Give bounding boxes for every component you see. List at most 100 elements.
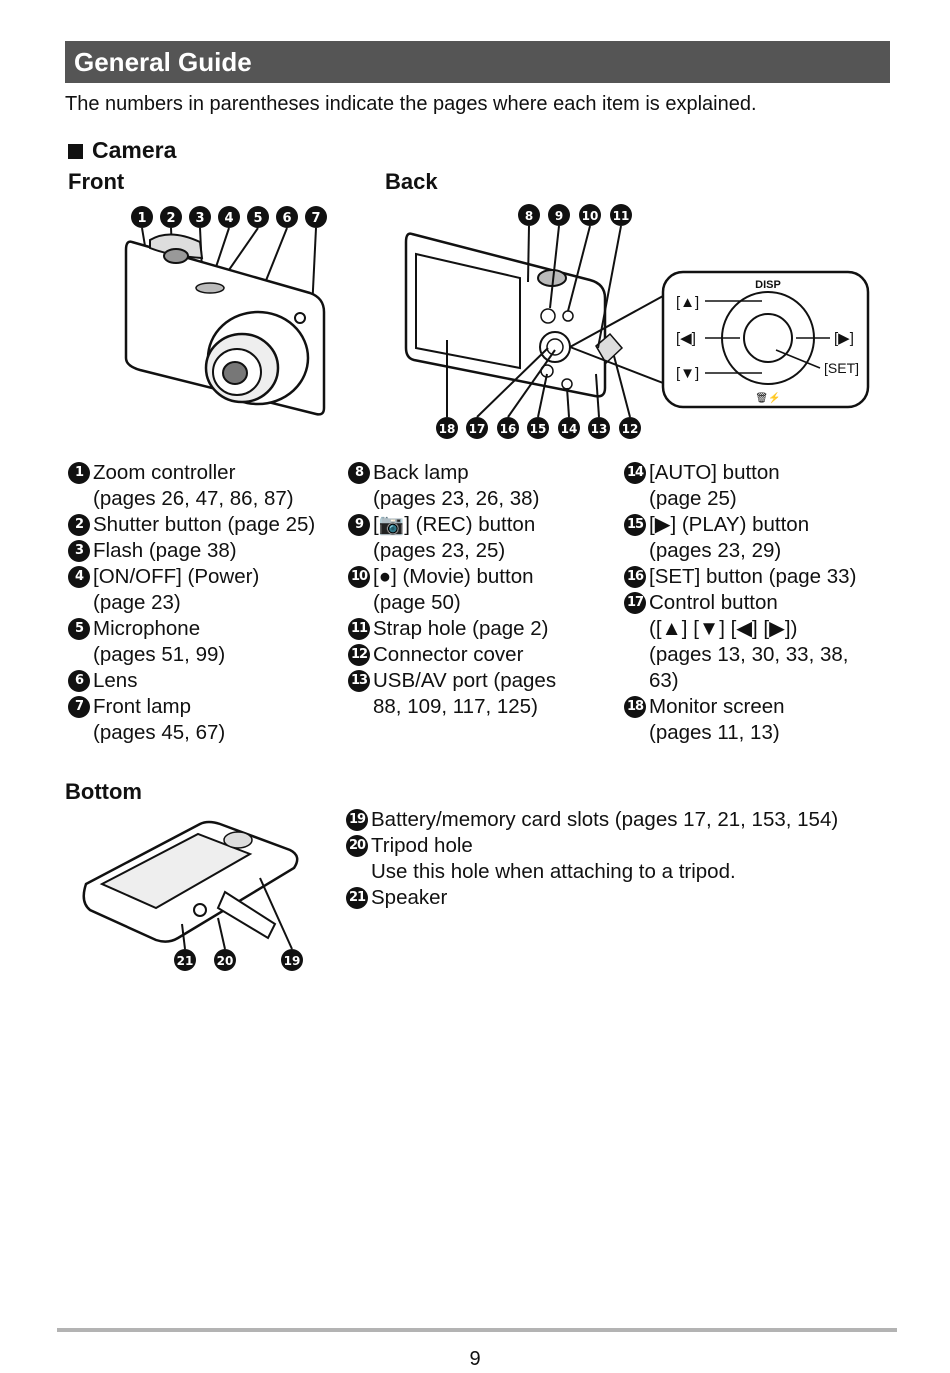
part-description: USB/AV port (pages 88, 109, 117, 125): [373, 669, 557, 718]
callout-4-marker: [218, 206, 240, 228]
callout-1-marker: [131, 206, 153, 228]
front-callout-numbers: [131, 206, 327, 228]
part-description: [SET] button (page 33): [649, 565, 857, 588]
part-item: 4[ON/OFF] (Power) (page 23): [68, 564, 338, 616]
part-description: Lens: [93, 669, 138, 692]
part-number-badge: 12: [348, 644, 370, 666]
part-description: Zoom controller (pages 26, 47, 86, 87): [93, 461, 294, 510]
bottom-callouts: [174, 949, 303, 971]
callout-16-label: 16: [500, 422, 517, 436]
part-number-badge: 13: [348, 670, 370, 692]
back-bottom-callouts: [436, 417, 641, 439]
bottom-heading: Bottom: [65, 779, 142, 804]
page-number: 9: [469, 1348, 481, 1370]
section-title-bar: General Guide: [65, 41, 890, 83]
part-number-badge: 8: [348, 462, 370, 484]
callout-17-label: 17: [469, 422, 486, 436]
intro-text: The numbers in parentheses indicate the …: [65, 93, 757, 115]
part-description: [ON/OFF] (Power) (page 23): [93, 565, 260, 614]
callout-5-marker: [247, 206, 269, 228]
set-key-label: [SET]: [824, 360, 859, 376]
callout-11-label: 11: [613, 209, 630, 223]
front-heading: Front: [68, 169, 125, 194]
part-number-badge: 4: [68, 566, 90, 588]
callout-4-label: 4: [224, 211, 233, 226]
back-top-callouts: [518, 204, 632, 226]
disp-label: DISP: [755, 279, 781, 291]
part-number-badge: 9: [348, 514, 370, 536]
part-description: Monitor screen (pages 11, 13): [649, 695, 785, 744]
up-key-label: [▲]: [676, 294, 699, 311]
part-number-badge: 2: [68, 514, 90, 536]
callout-3-marker: [189, 206, 211, 228]
square-bullet-icon: [68, 144, 83, 159]
callout-3-label: 3: [195, 211, 204, 226]
callout-21-label: 21: [177, 954, 194, 968]
callout-7-label: 7: [311, 211, 320, 226]
part-description: [AUTO] button (page 25): [649, 461, 780, 510]
callout-8-label: 8: [525, 209, 533, 223]
camera-bottom-diagram: 21 20 19: [82, 820, 303, 971]
callout-14-label: 14: [561, 422, 578, 436]
part-item: 16[SET] button (page 33): [624, 564, 894, 590]
part-number-badge: 19: [346, 809, 368, 831]
callout-6-marker: [276, 206, 298, 228]
callout-20-label: 20: [217, 954, 234, 968]
camera-front-diagram: 1 2 3 4 5 6 7: [124, 206, 327, 416]
part-number-badge: 6: [68, 670, 90, 692]
part-description: [●] (Movie) button (page 50): [373, 565, 534, 614]
part-description: [▶] (PLAY) button (pages 23, 29): [649, 513, 810, 562]
part-description: [📷] (REC) button (pages 23, 25): [373, 513, 536, 562]
part-number-badge: 1: [68, 462, 90, 484]
part-number-badge: 10: [348, 566, 370, 588]
trash-flash-label: 🗑⚡: [755, 391, 780, 404]
callout-19-label: 19: [284, 954, 301, 968]
control-button-inset: DISP [▲] [◀] [▼] [▶] [SET] 🗑⚡: [661, 270, 870, 409]
camera-body-back: [404, 232, 624, 398]
part-number-badge: 11: [348, 618, 370, 640]
camera-back-diagram: 8 9 10 11 18 17 16 15 14 13 12: [404, 204, 870, 439]
part-number-badge: 21: [346, 887, 368, 909]
callout-7-marker: [305, 206, 327, 228]
callout-10-label: 10: [582, 209, 599, 223]
callout-15-label: 15: [530, 422, 547, 436]
back-parts-list-2: 14[AUTO] button (page 25)15[▶] (PLAY) bu…: [624, 460, 894, 746]
back-heading: Back: [385, 169, 438, 194]
part-item: 10[●] (Movie) button (page 50): [348, 564, 613, 616]
camera-heading: Camera: [68, 137, 176, 164]
part-number-badge: 16: [624, 566, 646, 588]
part-description: Tripod hole Use this hole when attaching…: [371, 834, 736, 883]
part-description: Strap hole (page 2): [373, 617, 549, 640]
page-title: General Guide: [74, 47, 252, 77]
part-number-badge: 3: [68, 540, 90, 562]
down-key-label: [▼]: [676, 365, 699, 382]
part-number-badge: 5: [68, 618, 90, 640]
part-item: 15[▶] (PLAY) button (pages 23, 29): [624, 512, 894, 564]
footer-rule: [57, 1328, 897, 1332]
part-number-badge: 7: [68, 696, 90, 718]
part-number-badge: 15: [624, 514, 646, 536]
part-description: Back lamp (pages 23, 26, 38): [373, 461, 540, 510]
callout-5-label: 5: [253, 211, 262, 226]
callout-18-label: 18: [439, 422, 456, 436]
part-description: Front lamp (pages 45, 67): [93, 695, 226, 744]
camera-body-bottom: [82, 820, 299, 943]
callout-2-label: 2: [166, 211, 175, 226]
camera-heading-label: Camera: [92, 137, 177, 163]
part-item: 9[📷] (REC) button (pages 23, 25): [348, 512, 613, 564]
callout-6-label: 6: [282, 211, 291, 226]
